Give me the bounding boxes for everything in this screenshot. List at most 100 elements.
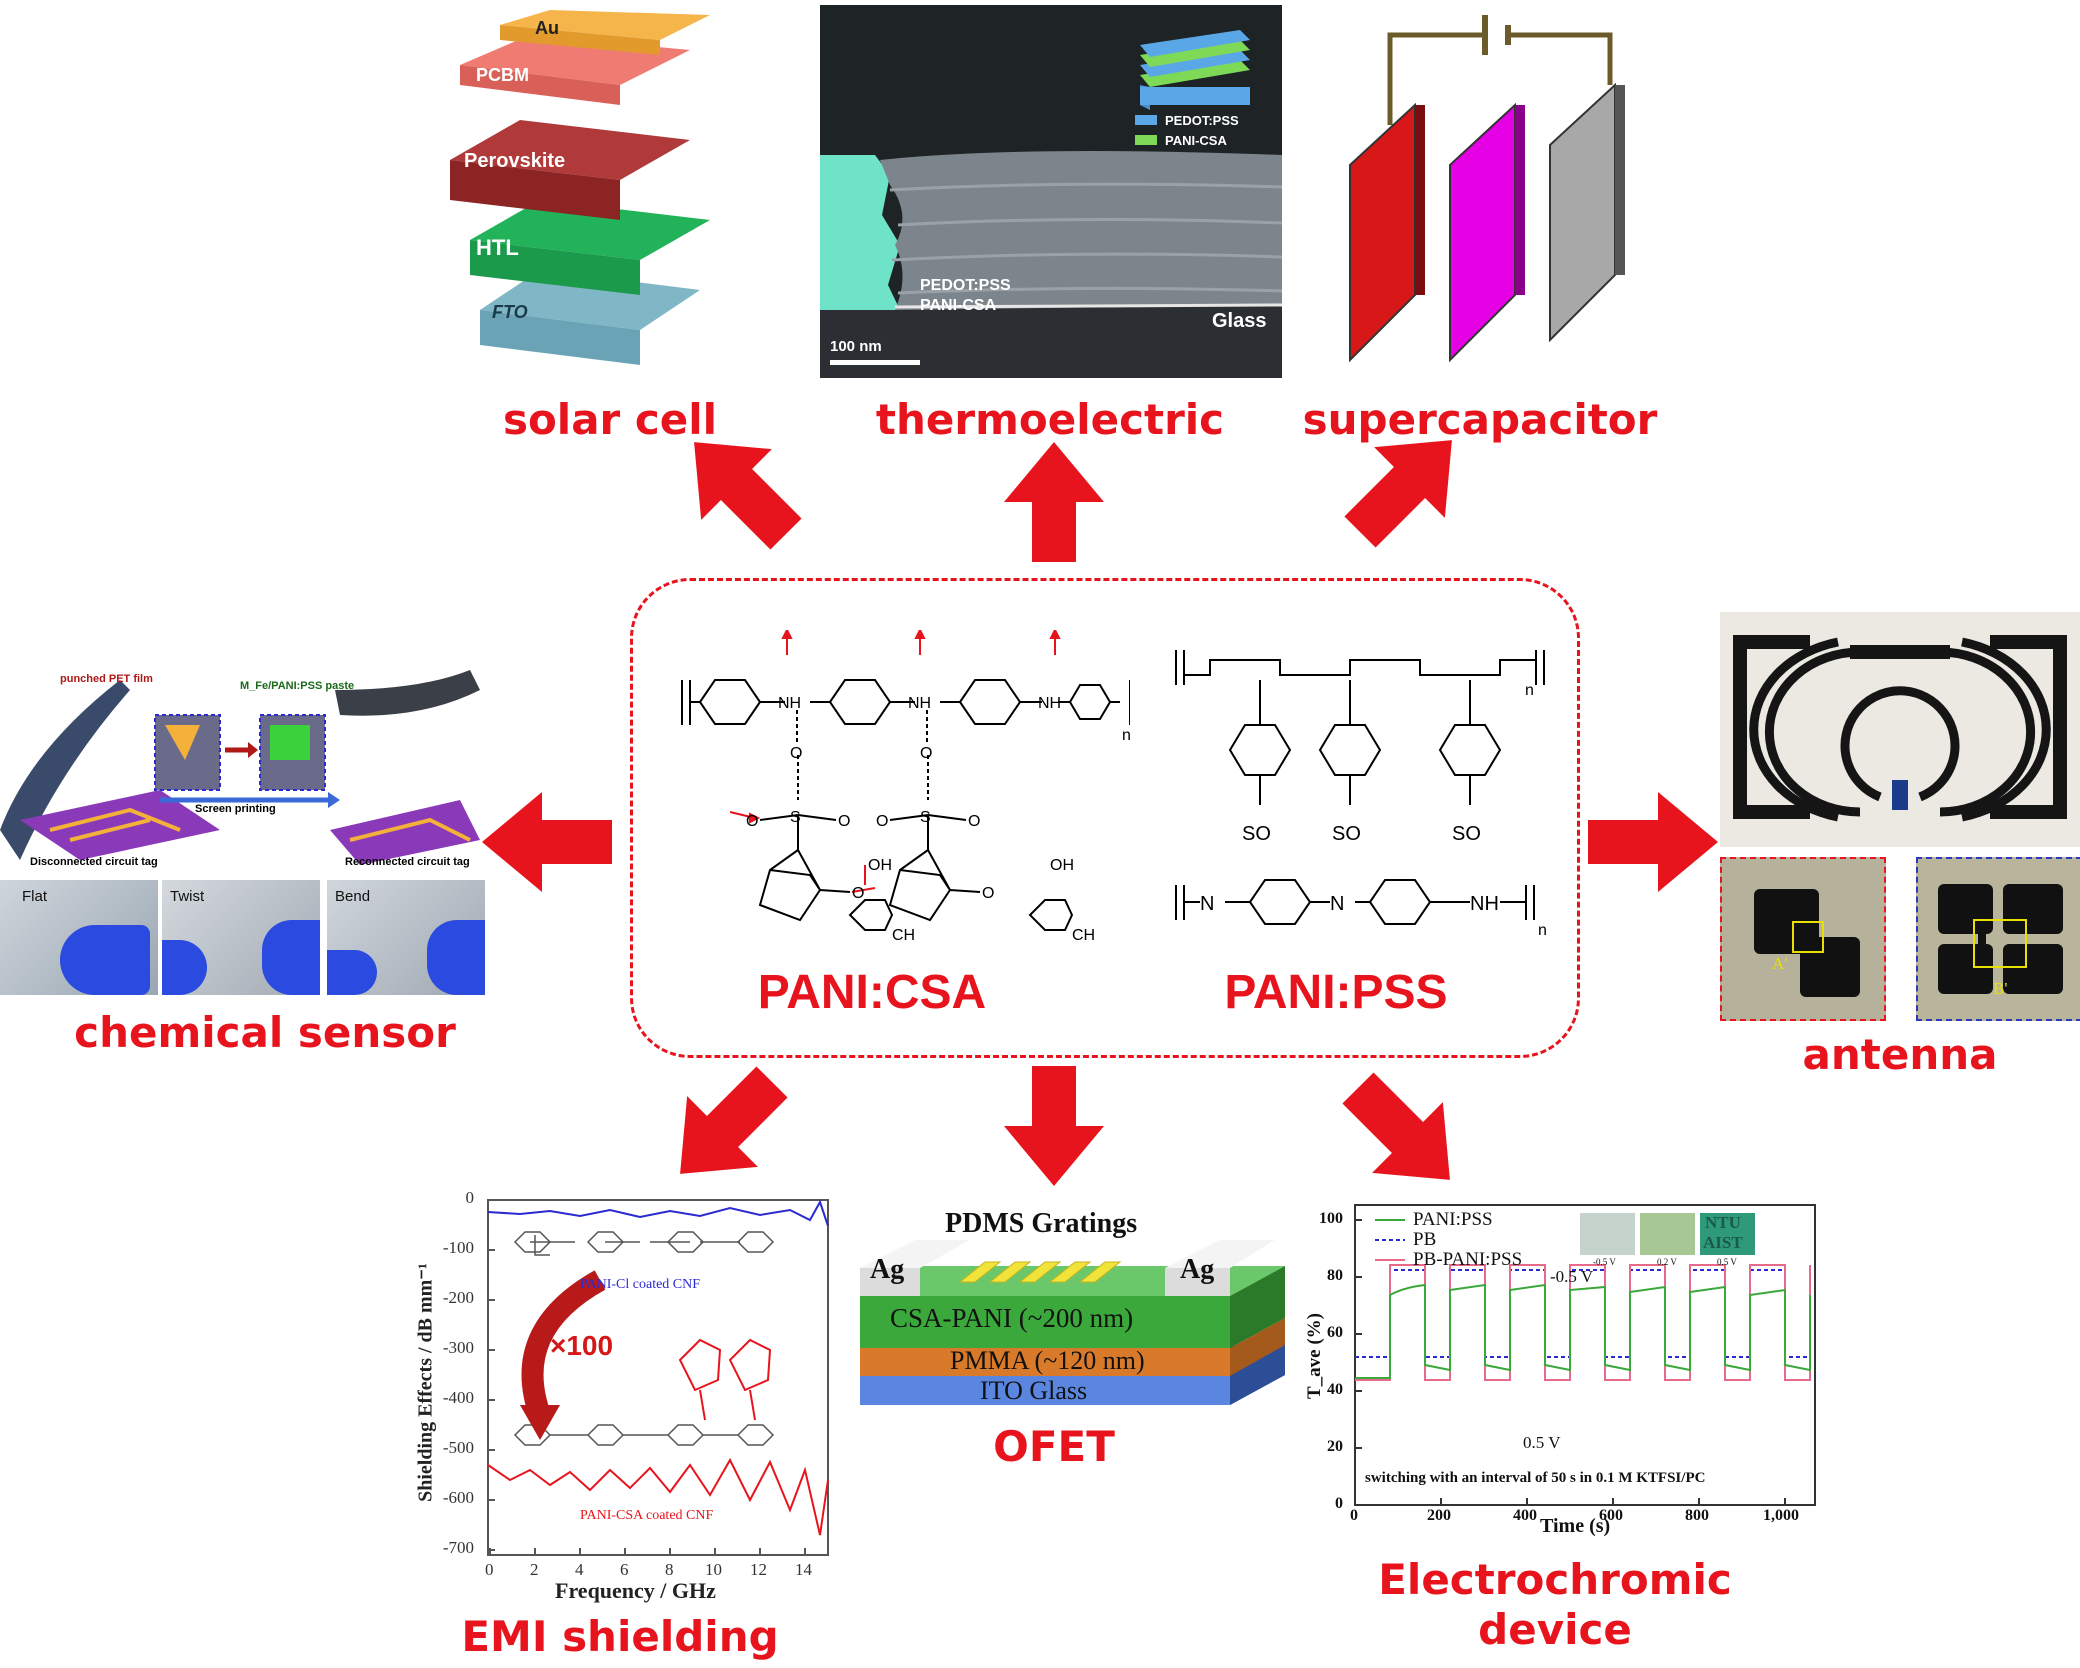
pani-csa-title: PANI:CSA — [757, 966, 987, 1019]
svg-text:OH: OH — [1050, 857, 1074, 874]
arrow-to-emi-shielding — [680, 1066, 788, 1174]
electro-ytick-0: 0 — [1335, 1495, 1343, 1512]
thermo-annot-pani: PANI-CSA — [920, 297, 997, 314]
thermo-glass-label: Glass — [1212, 310, 1267, 332]
pani-pss-title: PANI:PSS — [1224, 966, 1448, 1019]
supercapacitor-label: supercapacitor — [1302, 395, 1658, 444]
electro-inset-label-0: -0.5 V — [1593, 1257, 1616, 1267]
antenna-label-a: A' — [1772, 954, 1788, 973]
svg-text:CH: CH — [1072, 927, 1095, 944]
thermo-scale-bar: 100 nm — [830, 338, 882, 355]
solar-layer-htl: HTL — [476, 235, 519, 260]
electro-note: switching with an interval of 50 s in 0.… — [1365, 1470, 1706, 1486]
emi-ytick-0: 0 — [465, 1188, 475, 1207]
electro-inset-label-2: 0.5 V — [1717, 1257, 1737, 1267]
emi-ytick-5: -500 — [442, 1438, 474, 1457]
electro-xtick-3: 600 — [1599, 1507, 1623, 1524]
ofet-layer-ito: ITO Glass — [980, 1376, 1088, 1405]
solar-layer-au: Au — [535, 18, 559, 38]
antenna-label: antenna — [1802, 1030, 1998, 1079]
svg-text:SO: SO — [1332, 823, 1361, 845]
thermoelectric-label: thermoelectric — [875, 395, 1225, 444]
electro-ytick-1: 20 — [1327, 1438, 1343, 1455]
emi-cl-label: PANI-Cl coated CNF — [580, 1277, 701, 1292]
svg-text:N: N — [1200, 893, 1214, 915]
sensor-photo-flat: Flat — [0, 880, 158, 995]
sensor-disconnected-label: Disconnected circuit tag — [30, 856, 158, 868]
electro-legend-pani-pss: PANI:PSS — [1413, 1209, 1493, 1230]
sensor-photo-bend: Bend — [327, 880, 485, 995]
chemical-sensor-image: punched PET film M_Fe/PANI:PSS paste Scr… — [0, 670, 485, 995]
electro-ytick-2: 40 — [1327, 1381, 1343, 1398]
arrow-to-ofet — [1004, 1066, 1104, 1186]
emi-ytick-7: -700 — [442, 1538, 474, 1557]
antenna-zoom-b: B' — [1916, 857, 2080, 1021]
sensor-screen-label: Screen printing — [195, 803, 276, 815]
emi-ytick-6: -600 — [442, 1488, 474, 1507]
solar-layer-fto: FTO — [492, 302, 528, 322]
arrow-to-thermoelectric — [1004, 442, 1104, 562]
emi-xtick-3: 6 — [620, 1560, 629, 1579]
electrochromic-label-line2: device — [1478, 1605, 1632, 1654]
electro-annot-pos: 0.5 V — [1523, 1433, 1561, 1452]
electro-xtick-0: 0 — [1350, 1507, 1358, 1524]
electro-annot-neg: -0.5 V — [1550, 1267, 1594, 1286]
emi-csa-label: PANI-CSA coated CNF — [580, 1508, 714, 1523]
electro-inset-text-b: AIST — [1703, 1233, 1743, 1252]
svg-text:CH: CH — [892, 927, 915, 944]
emi-ytick-1: -100 — [442, 1238, 474, 1257]
solar-layer-perovskite: Perovskite — [464, 150, 566, 172]
emi-ytick-2: -200 — [442, 1288, 474, 1307]
electro-ylabel: T_ave (%) — [1304, 1313, 1325, 1400]
electro-inset-label-1: 0.2 V — [1657, 1257, 1677, 1267]
svg-text:n: n — [1525, 682, 1534, 699]
electrochromic-chart: PANI:PSS PB PB-PANI:PSS NTU AIST -0.5 V … — [1304, 1195, 1825, 1540]
sensor-reconnected-label: Reconnected circuit tag — [345, 856, 470, 868]
antenna-zoom-a: A' — [1720, 857, 1886, 1021]
thermo-annot-pedot: PEDOT:PSS — [920, 277, 1011, 294]
electro-legend-pb: PB — [1413, 1229, 1437, 1250]
antenna-image: A' B' — [1720, 612, 2080, 1021]
sensor-paste-label: M_Fe/PANI:PSS paste — [240, 680, 355, 692]
svg-text:O: O — [968, 813, 980, 830]
sensor-photo-twist: Twist — [162, 880, 320, 995]
electro-ytick-3: 60 — [1327, 1324, 1343, 1341]
thermoelectric-image: PEDOT:PSS PANI-CSA PEDOT:PSS PANI-CSA Gl… — [820, 5, 1283, 378]
svg-text:n: n — [1538, 922, 1547, 939]
electro-xlabel: Time (s) — [1540, 1515, 1611, 1537]
emi-factor: ×100 — [550, 1330, 614, 1361]
emi-xtick-0: 0 — [485, 1560, 494, 1579]
svg-text:NH: NH — [1038, 695, 1061, 712]
emi-xlabel: Frequency / GHz — [555, 1578, 716, 1603]
solar-cell-image: Au PCBM Perovskite HTL FTO — [440, 10, 760, 380]
electrochromic-label-line1: Electrochromic — [1378, 1555, 1732, 1604]
electro-series-pb — [1355, 1269, 1811, 1358]
emi-xtick-4: 8 — [665, 1560, 674, 1579]
electro-xtick-1: 200 — [1427, 1507, 1451, 1524]
emi-xtick-6: 12 — [750, 1560, 767, 1579]
arrow-to-electrochromic — [1342, 1072, 1450, 1180]
svg-text:NH: NH — [1470, 893, 1499, 915]
emi-xtick-5: 10 — [705, 1560, 722, 1579]
electro-xtick-4: 800 — [1685, 1507, 1709, 1524]
emi-xtick-1: 2 — [530, 1560, 539, 1579]
ofet-ag-left: Ag — [870, 1254, 905, 1285]
ofet-layer-pmma: PMMA (~120 nm) — [950, 1346, 1145, 1375]
emi-ytick-4: -400 — [442, 1388, 474, 1407]
ofet-label: OFET — [993, 1422, 1115, 1471]
electro-ytick-5: 100 — [1319, 1210, 1343, 1227]
arrow-to-solar-cell — [694, 442, 802, 550]
antenna-label-b: B' — [1993, 979, 2008, 998]
svg-text:SO: SO — [1242, 823, 1271, 845]
ofet-layer-csa-pani: CSA-PANI (~200 nm) — [890, 1303, 1134, 1333]
supercapacitor-image — [1330, 5, 1630, 365]
electro-inset-text-a: NTU — [1705, 1213, 1741, 1232]
svg-text:OH: OH — [868, 857, 892, 874]
electro-series-pani-pss — [1355, 1283, 1811, 1379]
electro-series-pb-pani — [1355, 1264, 1811, 1381]
arrow-to-antenna — [1588, 792, 1718, 892]
ofet-ag-right: Ag — [1180, 1254, 1215, 1285]
sensor-mode-flat: Flat — [22, 888, 48, 905]
thermo-legend-pedot: PEDOT:PSS — [1165, 113, 1239, 128]
